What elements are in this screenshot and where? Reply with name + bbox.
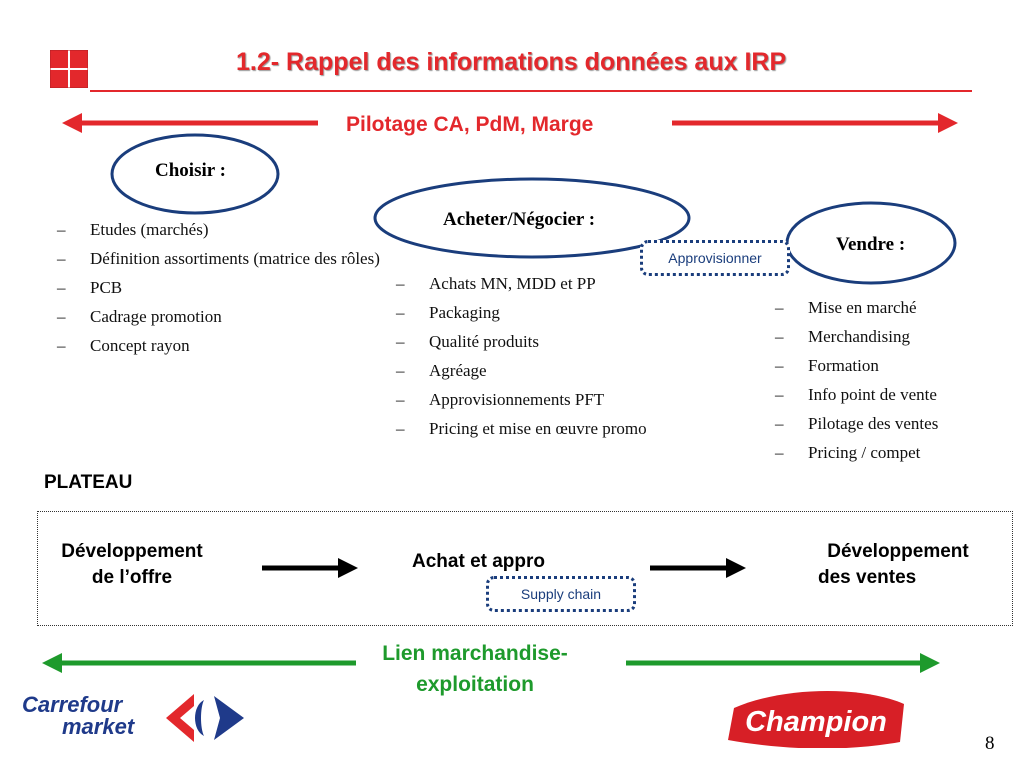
list-item: Etudes (marchés) bbox=[57, 215, 387, 244]
lien-label: Lien marchandise- exploitation bbox=[382, 642, 568, 696]
vendre-heading: Vendre : bbox=[836, 234, 906, 255]
list-item: Qualité produits bbox=[396, 327, 706, 356]
list-item: Concept rayon bbox=[57, 331, 387, 360]
green-double-arrow bbox=[42, 653, 940, 673]
step-developpement-offre: Développement de l’offre bbox=[61, 541, 203, 588]
svg-text:Champion: Champion bbox=[745, 706, 887, 738]
section-ellipses bbox=[110, 133, 957, 285]
four-square-icon bbox=[50, 50, 88, 88]
list-item: Merchandising bbox=[775, 322, 1005, 351]
page-title: 1.2- Rappel des informations données aux… bbox=[236, 48, 787, 76]
plateau-box bbox=[37, 511, 1013, 626]
step-achat-appro: Achat et appro bbox=[412, 551, 546, 572]
list-item: Pricing et mise en œuvre promo bbox=[396, 414, 706, 443]
carrefour-symbol-icon bbox=[166, 694, 244, 742]
acheter-heading: Acheter/Négocier : bbox=[443, 209, 596, 230]
page-number: 8 bbox=[985, 733, 995, 754]
plateau-label: PLATEAU bbox=[44, 472, 133, 493]
acheter-list: Achats MN, MDD et PP Packaging Qualité p… bbox=[396, 269, 706, 443]
list-item: Pricing / compet bbox=[775, 438, 1005, 467]
list-item: Cadrage promotion bbox=[57, 302, 387, 331]
list-item: PCB bbox=[57, 273, 387, 302]
list-item: Approvisionnements PFT bbox=[396, 385, 706, 414]
list-item: Pilotage des ventes bbox=[775, 409, 1005, 438]
choisir-heading: Choisir : bbox=[155, 160, 226, 181]
list-item: Packaging bbox=[396, 298, 706, 327]
flow-arrow-1 bbox=[262, 558, 358, 578]
step-developpement-ventes: Développement des ventes bbox=[818, 541, 969, 588]
list-item: Formation bbox=[775, 351, 1005, 380]
flow-arrow-2 bbox=[650, 558, 746, 578]
carrefour-market-logo: Carrefour market bbox=[22, 692, 135, 739]
list-item: Définition assortiments (matrice des rôl… bbox=[57, 244, 387, 273]
vendre-list: Mise en marché Merchandising Formation I… bbox=[775, 293, 1005, 467]
list-item: Mise en marché bbox=[775, 293, 1005, 322]
title-divider bbox=[90, 90, 972, 92]
list-item: Info point de vente bbox=[775, 380, 1005, 409]
choisir-ellipse bbox=[110, 133, 280, 215]
champion-logo: Champion bbox=[728, 691, 904, 748]
pilotage-banner: Pilotage CA, PdM, Marge bbox=[346, 113, 594, 136]
list-item: Achats MN, MDD et PP bbox=[396, 269, 706, 298]
supply-chain-badge: Supply chain bbox=[486, 576, 636, 612]
list-item: Agréage bbox=[396, 356, 706, 385]
red-double-arrow bbox=[62, 113, 958, 133]
choisir-list: Etudes (marchés) Définition assortiments… bbox=[57, 215, 387, 360]
